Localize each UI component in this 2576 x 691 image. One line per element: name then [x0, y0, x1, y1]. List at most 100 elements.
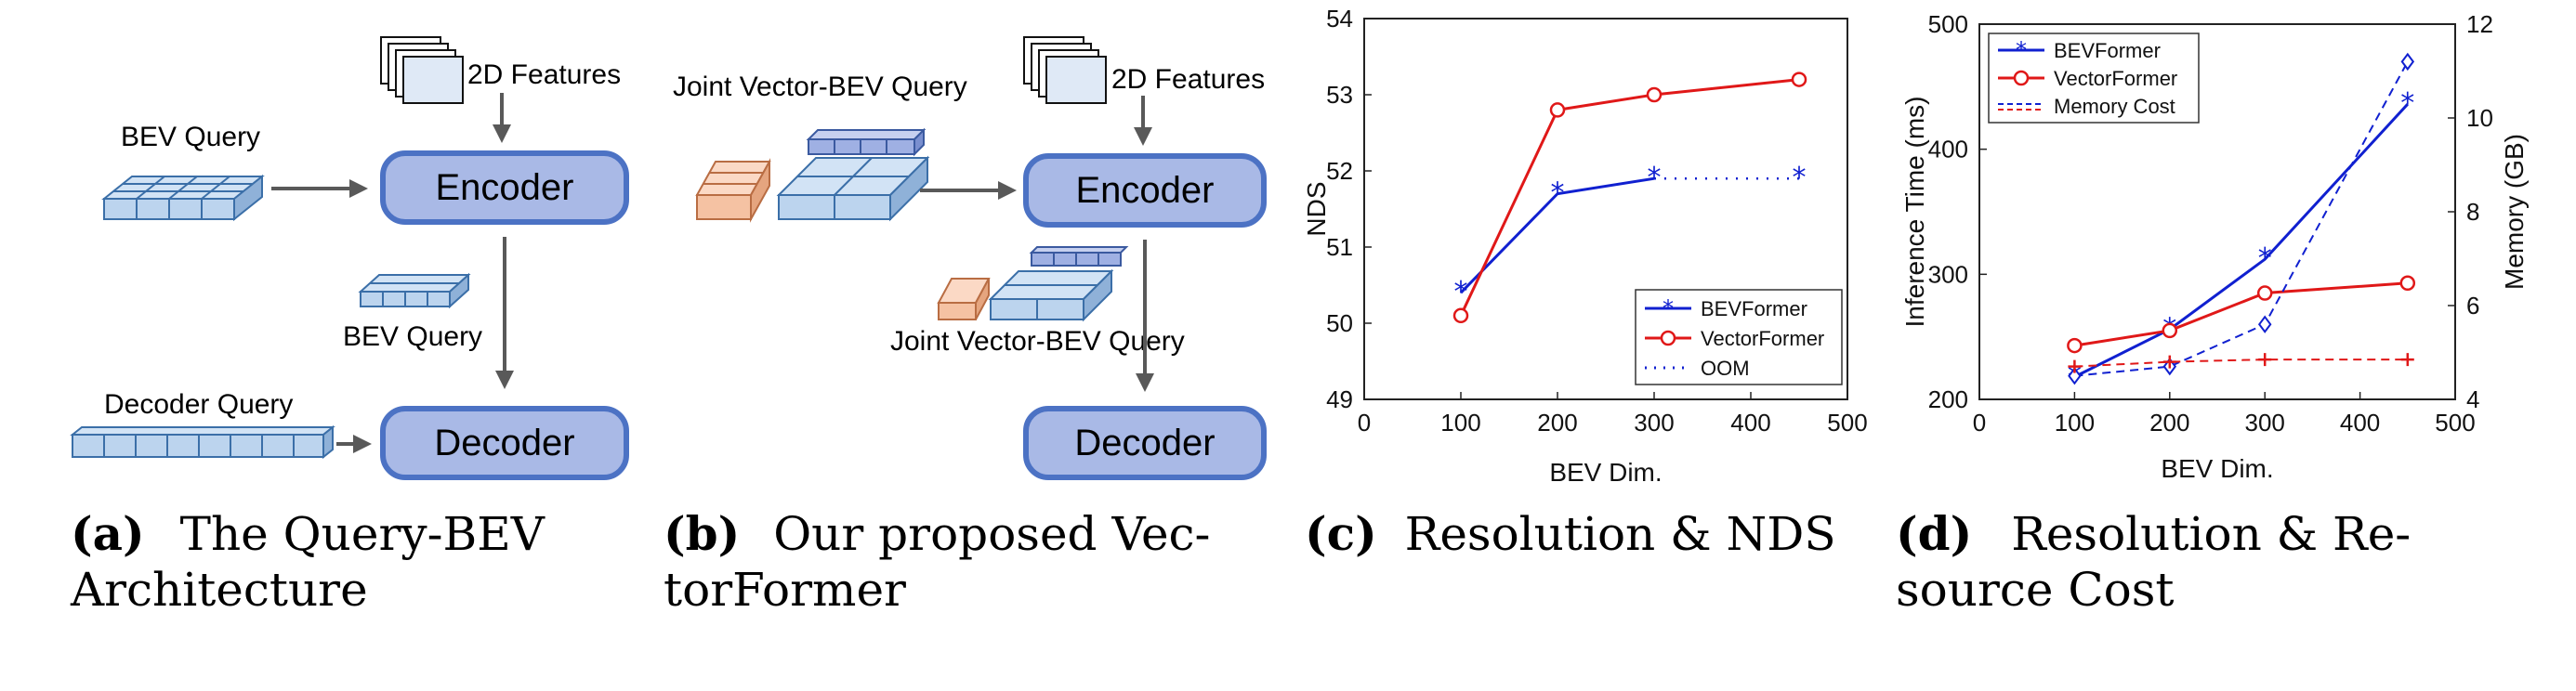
encoder-box-b [1023, 153, 1267, 228]
chart-c-xlabel: BEV Dim. [1549, 458, 1662, 487]
chart-d-xtick-label: 0 [1973, 409, 1986, 437]
encoder-box-a [380, 150, 629, 225]
chart-d-point-0-3: * [2400, 87, 2414, 120]
caption-b-tag: (b) [664, 506, 740, 561]
chart-d-series: **** [2067, 52, 2416, 393]
chart-d-ytick-label: 300 [1928, 260, 1968, 288]
chart-d-resource: BEV Dim. Inference Time (ms) Memory (GB)… [1900, 10, 2529, 483]
chart-d-legend-bevformer: BEVFormer [2054, 39, 2161, 62]
features-stack-icon-b [1023, 36, 1107, 104]
joint-query-mid-label-b: Joint Vector-BEV Query [890, 326, 1185, 357]
caption-b-text: Our proposed Vec- [773, 507, 1210, 561]
chart-c-legend: * BEVFormer VectorFormer OOM [1635, 289, 1843, 385]
decoder-query-row-a [70, 424, 335, 460]
chart-d-point-2-3 [2400, 52, 2415, 72]
chart-d-series-line-1 [2074, 281, 2408, 347]
caption-c-tag: (c) [1305, 506, 1377, 561]
legend-star-marker-c: * [1663, 295, 1674, 321]
features-label-a: 2D Features [467, 59, 621, 90]
chart-d-point-1-3 [2399, 275, 2416, 292]
decoder-query-label-a: Decoder Query [104, 389, 293, 420]
chart-d-point-1-0 [2067, 337, 2083, 354]
chart-c-series-line-1 [1459, 78, 1800, 317]
caption-d-text: Resolution & Re- [2011, 507, 2411, 561]
caption-a-text: The Query-BEV [180, 507, 545, 561]
encoder-label-b: Encoder [1076, 170, 1215, 211]
chart-d-xtick-label: 500 [2435, 409, 2475, 437]
chart-c-xtick-label: 400 [1730, 409, 1770, 437]
joint-query-label-b: Joint Vector-BEV Query [673, 72, 967, 102]
chart-d-ytick-right-label: 10 [2466, 104, 2493, 132]
features-label-b: 2D Features [1111, 64, 1265, 95]
chart-c-point-1-2 [1646, 86, 1663, 103]
chart-d-ytick-right-label: 4 [2466, 385, 2479, 413]
vector-bev-top-row-b [806, 127, 927, 157]
chart-d-ytick-right-label: 6 [2466, 292, 2479, 319]
chart-c-ytick-label: 54 [1326, 5, 1353, 33]
bev-query-label-a: BEV Query [121, 122, 260, 152]
chart-c-ylabel: NDS [1302, 181, 1331, 236]
decoder-label-b: Decoder [1074, 423, 1215, 463]
chart-d-xtick-label: 200 [2149, 409, 2189, 437]
chart-c-ytick-label: 49 [1326, 385, 1353, 413]
decoder-box-a [380, 406, 629, 480]
chart-d-ytick-label: 200 [1928, 385, 1968, 413]
chart-d-point-3-3 [2400, 353, 2414, 367]
chart-c-xtick-label: 200 [1537, 409, 1577, 437]
chart-c-series-line-0 [1459, 176, 1655, 294]
caption-a-tag: (a) [71, 506, 145, 561]
chart-c-legend-bevformer: BEVFormer [1701, 297, 1807, 320]
chart-c-legend-vectorformer: VectorFormer [1701, 327, 1824, 350]
caption-b-line2: torFormer [664, 563, 906, 617]
caption-b-line1: (b) Our proposed Vec- [664, 506, 1210, 561]
caption-d-line2: source Cost [1896, 563, 2174, 617]
chart-c-legend-oom: OOM [1701, 357, 1750, 380]
chart-c-ytick-label: 53 [1326, 81, 1353, 109]
chart-d-point-1-1 [2162, 322, 2178, 339]
chart-d-ytick-label: 400 [1928, 136, 1968, 163]
decoder-box-b [1023, 406, 1267, 480]
chart-d-point-2-0 [2068, 367, 2082, 385]
captions: (a) The Query-BEV Architecture (b) Our p… [70, 506, 2411, 617]
chart-d-series-line-0 [2073, 103, 2409, 379]
chart-c-series: **** [1452, 72, 1807, 324]
chart-d-series-line-2 [2074, 60, 2409, 377]
legend-star-marker-d: * [2016, 37, 2027, 63]
bev-query-mid-label-a: BEV Query [343, 321, 482, 352]
vector-tokens-b [695, 158, 771, 223]
chart-c-point-2-1: * [1793, 162, 1807, 194]
chart-d-xtick-label: 100 [2055, 409, 2095, 437]
caption-c-text: Resolution & NDS [1405, 507, 1836, 561]
panel-a-diagram: 2D Features BEV Query Encoder [70, 36, 629, 480]
chart-c-xtick-label: 300 [1634, 409, 1674, 437]
chart-d-legend: * BEVFormer VectorFormer Memory Cost [1988, 33, 2200, 124]
bev-plane-b [776, 155, 930, 222]
chart-d-point-1-2 [2256, 285, 2273, 301]
chart-c-point-1-0 [1452, 307, 1469, 324]
chart-c-point-1-3 [1791, 72, 1807, 87]
chart-d-point-0-2: * [2258, 242, 2272, 275]
chart-c-ytick-label: 50 [1326, 309, 1353, 337]
chart-c-ytick-label: 52 [1326, 157, 1353, 185]
chart-d-point-2-2 [2257, 315, 2272, 333]
chart-c-ytick-label: 51 [1326, 233, 1353, 261]
caption-a-line1: (a) The Query-BEV [71, 506, 545, 561]
chart-c-point-1-1 [1549, 102, 1566, 118]
decoder-label-a: Decoder [434, 423, 574, 463]
chart-d-point-3-1 [2162, 355, 2176, 369]
chart-d-series-line-3 [2074, 359, 2408, 368]
chart-c-point-0-1: * [1551, 177, 1565, 210]
chart-d-ylabel: Inference Time (ms) [1900, 97, 1929, 328]
chart-c-xtick-label: 100 [1440, 409, 1480, 437]
chart-d-xlabel: BEV Dim. [2161, 454, 2273, 483]
vector-bev-small-block-b [937, 246, 1129, 322]
chart-d-ytick-label: 500 [1928, 10, 1968, 38]
chart-d-xtick-label: 300 [2245, 409, 2285, 437]
chart-d-point-3-2 [2258, 353, 2272, 367]
chart-d-legend-vectorformer: VectorFormer [2054, 67, 2177, 90]
caption-d-line1: (d) Resolution & Re- [1896, 506, 2411, 561]
